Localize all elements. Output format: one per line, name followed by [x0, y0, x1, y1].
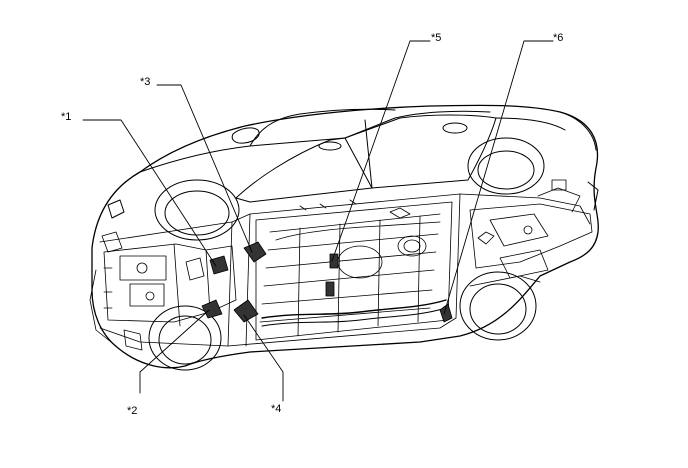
leader-3 — [156, 84, 253, 253]
part-1 — [209, 255, 229, 275]
leader-6 — [443, 40, 554, 315]
callout-2-label: *2 — [127, 405, 138, 417]
callout-6-label: *6 — [553, 32, 564, 44]
callout-4-label: *4 — [271, 403, 282, 415]
leader-1 — [82, 119, 217, 267]
leader-4 — [243, 314, 284, 402]
part-2 — [201, 299, 223, 319]
part-5-lower — [325, 281, 335, 297]
part-5-upper — [329, 253, 339, 269]
leader-2 — [139, 309, 210, 394]
leader-lines — [82, 40, 554, 402]
part-6 — [439, 303, 453, 323]
part-3 — [243, 241, 267, 263]
rear-underbody — [469, 179, 593, 287]
callout-5-label: *5 — [431, 32, 442, 44]
highlighted-parts — [201, 241, 453, 323]
front-underbody — [89, 231, 237, 351]
leader-5 — [331, 40, 431, 262]
part-4 — [233, 299, 259, 323]
car-body-outline — [91, 104, 599, 369]
underbody-floor — [99, 193, 591, 347]
callout-1-label: *1 — [61, 111, 72, 123]
callout-3-label: *3 — [140, 76, 151, 88]
wheels — [148, 137, 545, 371]
